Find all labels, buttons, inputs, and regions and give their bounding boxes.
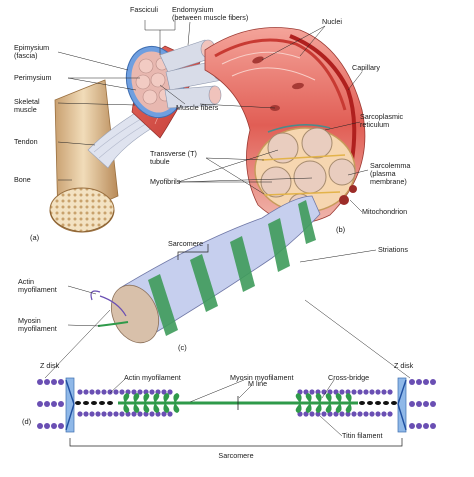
- label-panel-c: (c): [178, 343, 187, 352]
- label-mitochondrion: Mitochondrion: [362, 207, 408, 216]
- label-endomysium: Endomysium (between muscle fibers): [172, 5, 249, 22]
- label-panel-b: (b): [336, 225, 346, 234]
- label-sarcoplasmic-reticulum: Sarcoplasmic reticulum: [360, 112, 404, 129]
- myofibril-striated: [90, 195, 321, 344]
- sarcomere-bracket-top: [177, 244, 209, 260]
- label-m-line: M line: [248, 379, 268, 388]
- label-bone: Bone: [14, 175, 31, 184]
- sarcomere-bracket-bottom: [69, 438, 403, 447]
- label-striations: Striations: [378, 245, 408, 254]
- bone: [49, 79, 119, 233]
- label-panel-d: (d): [22, 417, 32, 426]
- label-cross-bridge: Cross-bridge: [328, 373, 370, 382]
- label-actin-myofilament-d: Actin myofilament: [124, 373, 181, 382]
- label-myosin-myofilament-d: Myosin myofilament: [230, 373, 294, 382]
- label-actin-myofilament: Actin myofilament: [18, 277, 57, 294]
- label-epimysium: Epimysium (fascia): [14, 43, 50, 60]
- label-titin-filament: Titin filament: [342, 431, 383, 440]
- label-muscle-fibers: Muscle fibers: [176, 103, 219, 112]
- label-sarcomere-top: Sarcomere: [168, 239, 204, 248]
- label-z-disk-left: Z disk: [40, 361, 60, 370]
- label-capillary: Capillary: [352, 63, 380, 72]
- label-perimysium: Perimysium: [14, 73, 52, 82]
- label-t-tubule: Transverse (T) tubule: [150, 149, 197, 166]
- label-myosin-myofilament: Myosin myofilament: [18, 316, 57, 333]
- label-panel-a: (a): [30, 233, 40, 242]
- label-sarcomere-bottom: Sarcomere: [218, 451, 254, 460]
- label-sarcolemma: Sarcolemma (plasma membrane): [370, 161, 411, 186]
- label-myofibrils: Myofibrils: [150, 177, 181, 186]
- label-nuclei: Nuclei: [322, 17, 342, 26]
- tendon: [87, 109, 153, 169]
- label-tendon: Tendon: [14, 137, 38, 146]
- leader-lines: [57, 20, 377, 437]
- label-z-disk-right: Z disk: [394, 361, 414, 370]
- sarcomere-detail: [37, 299, 436, 447]
- label-skeletal-muscle: Skeletal muscle: [14, 97, 40, 114]
- label-fasciculi: Fasciculi: [130, 5, 158, 14]
